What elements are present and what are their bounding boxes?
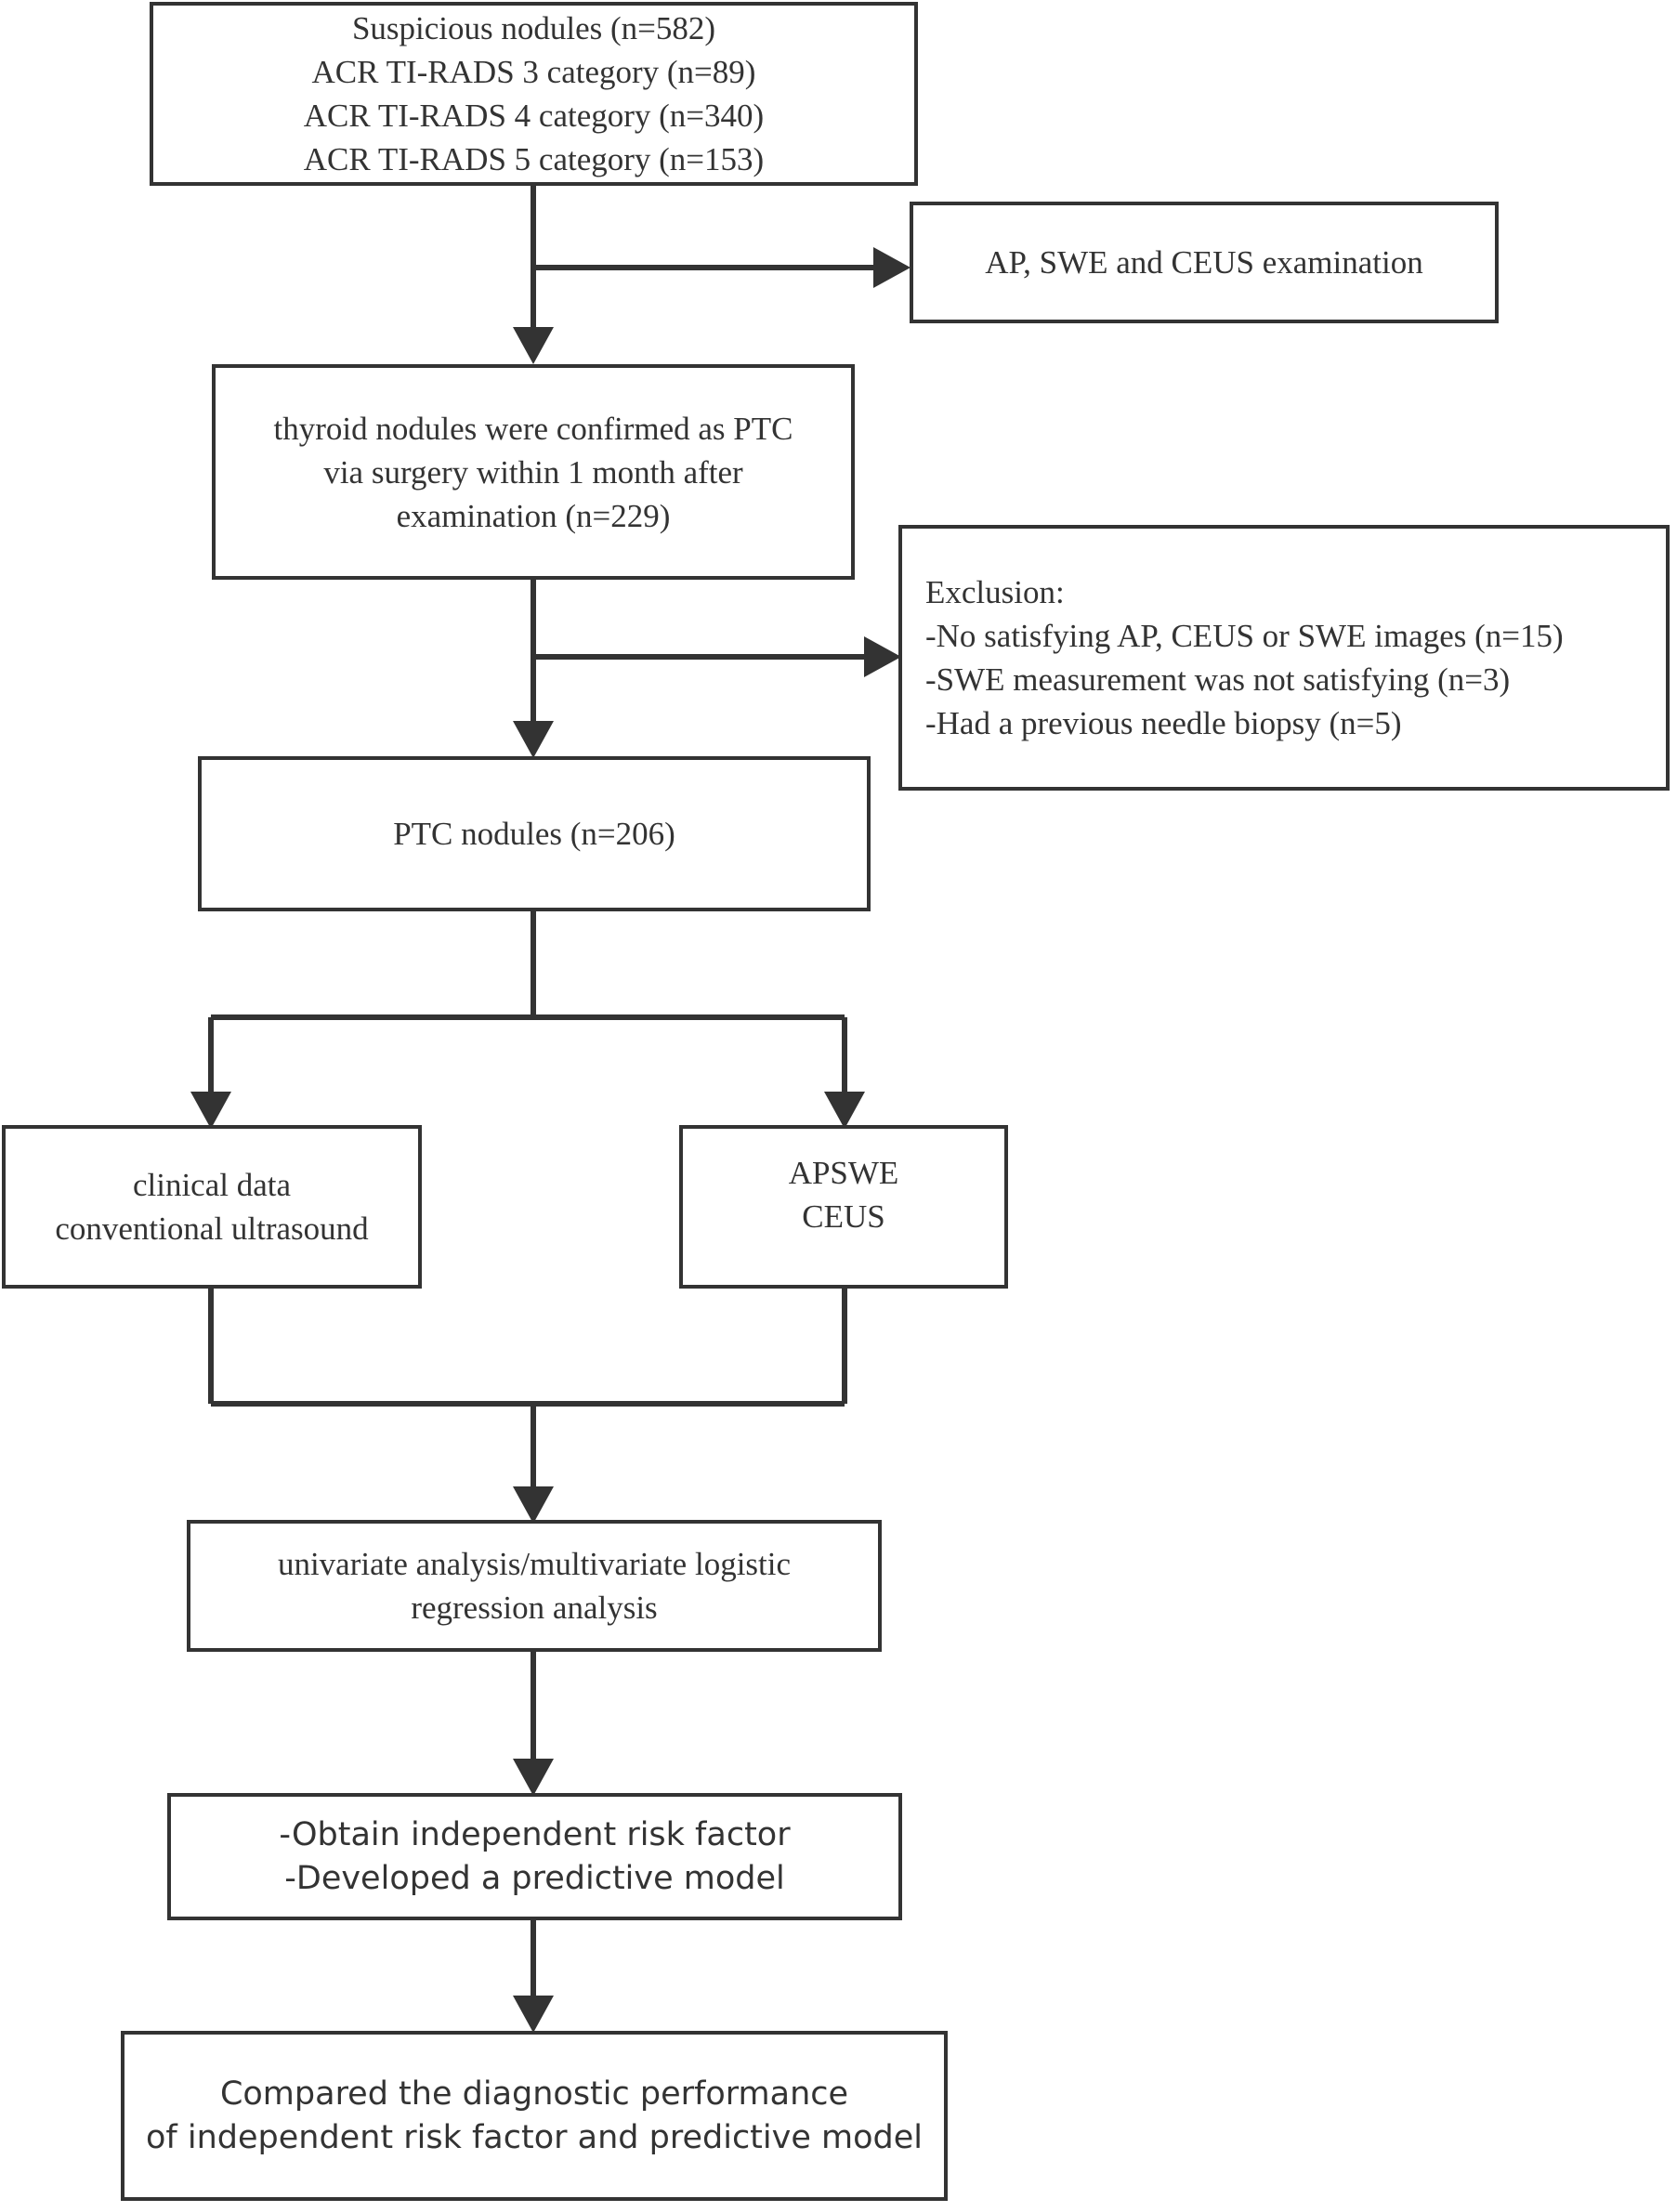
suspicious-line-3: ACR TI-RADS 4 category (n=340) [303,98,765,134]
exclusion-item-1: -No satisfying AP, CEUS or SWE images (n… [925,618,1564,654]
arrowhead-exclusion [864,636,901,677]
ptc-nodules-box: PTC nodules (n=206) [198,756,871,911]
examination-box: AP, SWE and CEUS examination [910,202,1499,323]
exam-line-1: AP, SWE and CEUS examination [985,244,1423,281]
arrowhead-confirmed [513,327,554,364]
confirmed-line-1: thyroid nodules were confirmed as PTC [273,410,793,447]
analysis-box: univariate analysis/multivariate logisti… [187,1520,882,1652]
exclusion-heading: Exclusion: [925,574,1065,610]
arrowhead-ptc [513,721,554,758]
apswe-line-1: APSWE [788,1155,899,1191]
compared-line-1: Compared the diagnostic performance [219,2075,849,2113]
clinical-data-box: clinical data conventional ultrasound [2,1125,422,1289]
analysis-line-1: univariate analysis/multivariate logisti… [277,1546,792,1582]
obtain-line-2: -Developed a predictive model [284,1859,785,1897]
suspicious-line-4: ACR TI-RADS 5 category (n=153) [303,141,765,177]
suspicious-line-2: ACR TI-RADS 3 category (n=89) [311,54,756,90]
arrowhead-analysis [513,1486,554,1524]
suspicious-line-1: Suspicious nodules (n=582) [351,10,716,46]
confirmed-line-3: examination (n=229) [396,497,671,534]
clinical-line-2: conventional ultrasound [55,1211,369,1247]
obtain-line-1: -Obtain independent risk factor [279,1815,791,1853]
clinical-line-1: clinical data [132,1167,292,1203]
exclusion-item-3: -Had a previous needle biopsy (n=5) [925,705,1402,741]
compared-performance-box: Compared the diagnostic performance of i… [121,2031,948,2201]
apswe-line-2: CEUS [802,1198,885,1235]
arrowhead-clinical [190,1092,231,1129]
ptc-line-1: PTC nodules (n=206) [393,816,675,852]
analysis-line-2: regression analysis [411,1590,658,1626]
arrowhead-apswe [824,1092,865,1129]
confirmed-ptc-box: thyroid nodules were confirmed as PTC vi… [212,364,855,580]
arrowhead-compared [513,1996,554,2033]
exclusion-box: Exclusion: -No satisfying AP, CEUS or SW… [898,525,1670,791]
exclusion-item-2: -SWE measurement was not satisfying (n=3… [925,661,1511,698]
confirmed-line-2: via surgery within 1 month after [323,453,743,491]
arrowhead-exam [873,247,911,288]
obtain-factor-box: -Obtain independent risk factor -Develop… [167,1793,902,1920]
arrowhead-obtain [513,1759,554,1796]
suspicious-nodules-box: Suspicious nodules (n=582) ACR TI-RADS 3… [150,2,918,186]
apswe-ceus-box: APSWE CEUS [679,1125,1008,1289]
compared-line-2: of independent risk factor and predictiv… [146,2118,923,2156]
